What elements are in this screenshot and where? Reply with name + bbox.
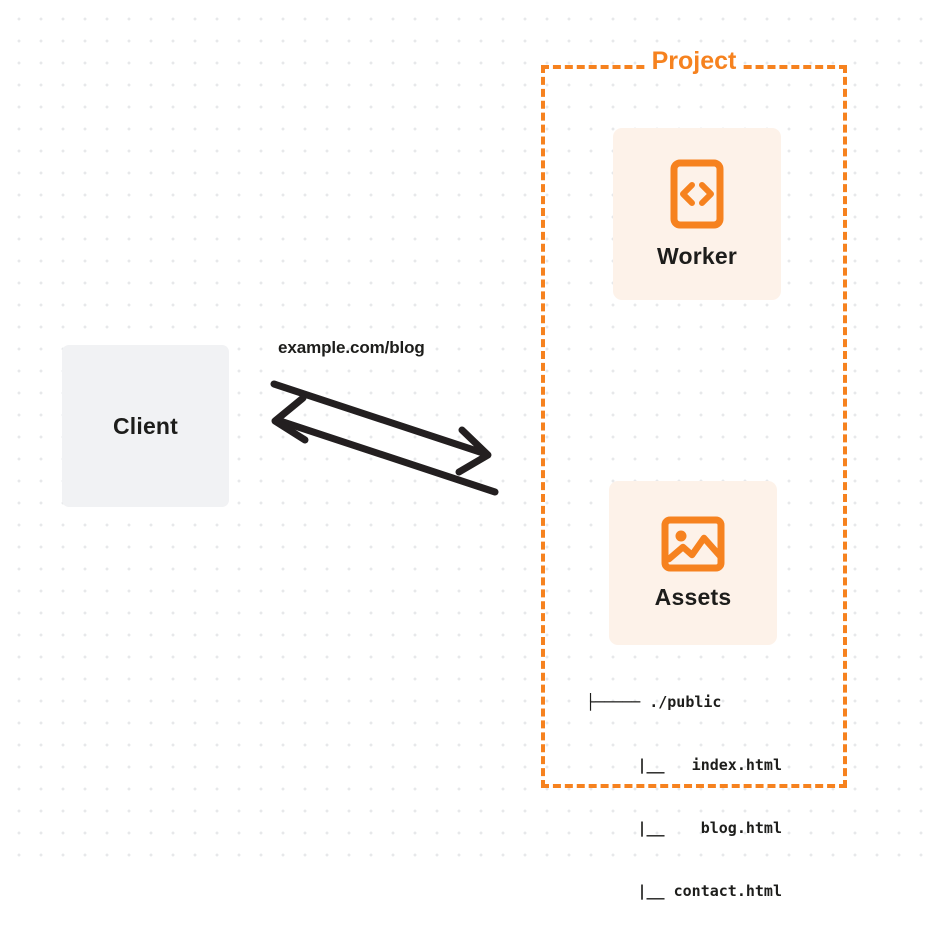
file-tree-root: ├───── ./public [586, 693, 722, 711]
assets-card[interactable]: Assets [609, 481, 777, 645]
assets-card-label: Assets [654, 583, 732, 610]
client-node[interactable]: Client [62, 345, 229, 507]
file-tree-item: |__ index.html [637, 756, 783, 774]
arrow-left-icon [271, 394, 499, 496]
project-container: Project [541, 49, 847, 788]
code-brackets-icon [670, 159, 724, 228]
worker-card-label: Worker [656, 242, 738, 269]
project-title: Project [646, 49, 742, 74]
arrow-right-icon [270, 380, 492, 476]
file-tree-item: |__ blog.html [637, 819, 783, 837]
file-tree-item: |__ contact.html [637, 882, 783, 900]
request-url-label: example.com/blog [278, 338, 425, 357]
image-picture-icon [661, 516, 725, 571]
diagram-canvas: Client example.com/blog Project Worker [0, 0, 938, 900]
assets-file-tree: ├───── ./public |__ index.html |__ blog.… [586, 650, 782, 944]
client-node-label: Client [112, 412, 179, 439]
worker-card[interactable]: Worker [613, 128, 781, 300]
